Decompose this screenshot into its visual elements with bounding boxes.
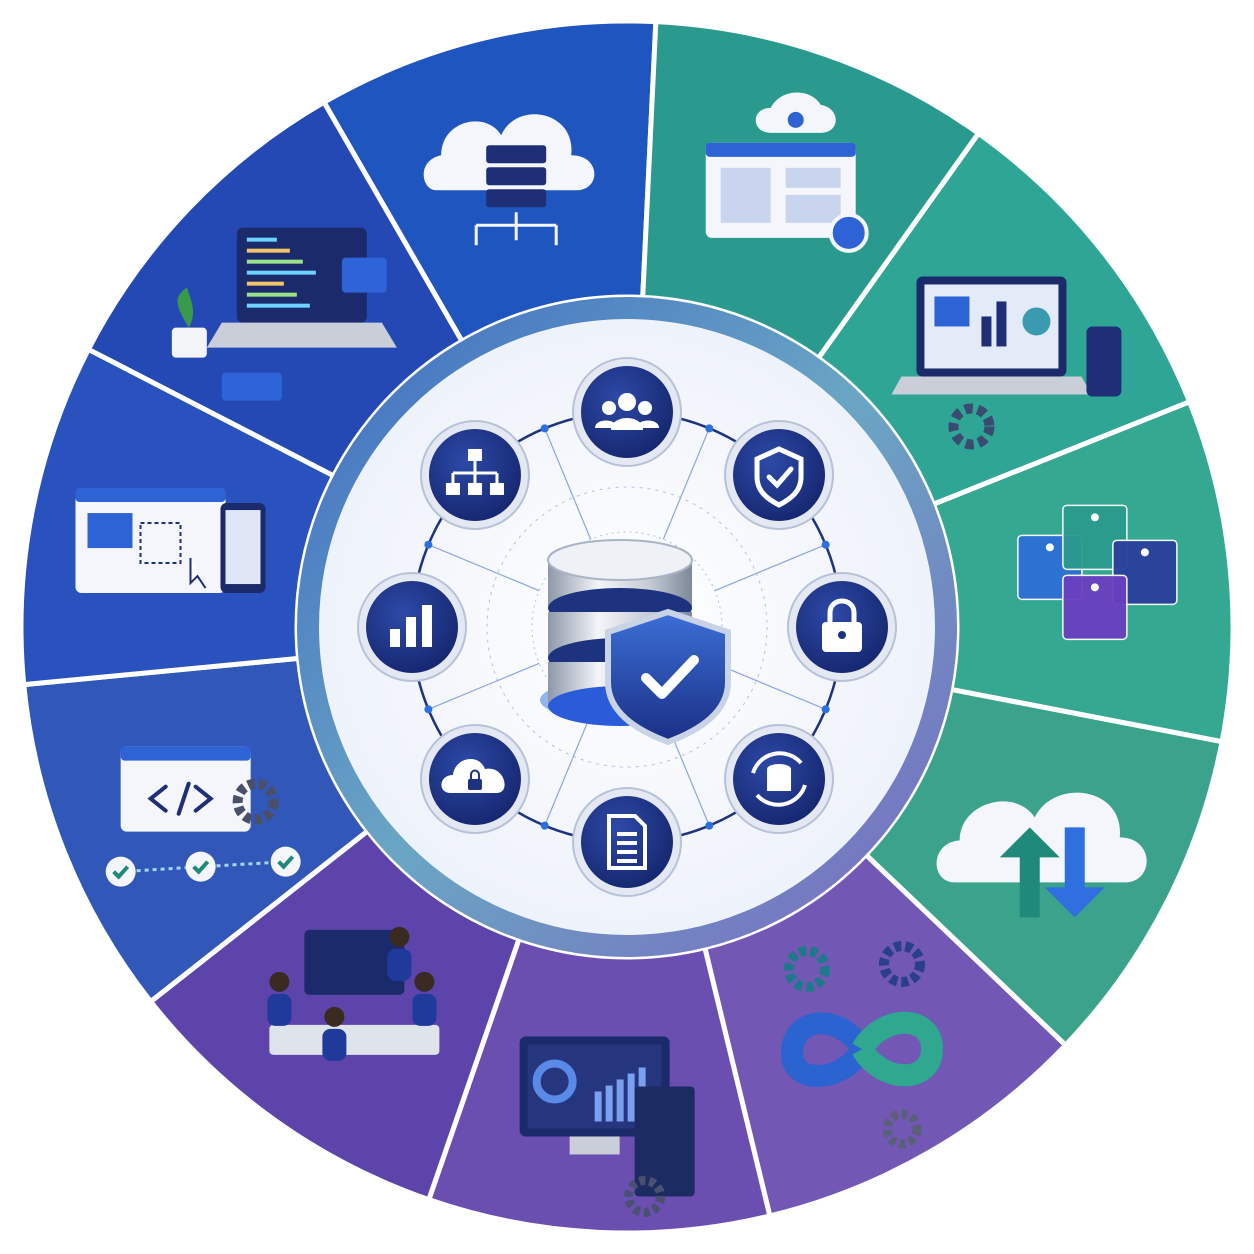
laptop-analytics-icon — [891, 276, 1122, 450]
laptop-code-icon — [171, 227, 397, 401]
spoke-line — [428, 544, 540, 592]
database-shield-icon — [540, 539, 731, 746]
shield-check-icon — [724, 419, 835, 530]
spoke-line — [662, 428, 710, 540]
bar-chart-icon — [357, 572, 467, 682]
ring-nodes — [357, 357, 897, 897]
orbit-dot — [705, 424, 714, 433]
spoke-line — [714, 662, 826, 710]
devops-infinity-icon — [780, 941, 944, 1149]
spoke-lines — [424, 424, 830, 830]
cloud-server-icon — [423, 114, 595, 246]
monitor-server-icon — [519, 1036, 695, 1217]
blockchain-cubes-icon — [1017, 504, 1178, 641]
orbit-dot — [705, 821, 714, 830]
orbit-dot — [540, 424, 549, 433]
orbit-dot — [821, 705, 830, 714]
org-chart-icon — [419, 419, 530, 530]
cloud-lock-icon — [419, 724, 530, 835]
orbit-dot — [821, 540, 830, 549]
orbit-dot — [424, 705, 433, 714]
document-icon — [572, 787, 682, 897]
database-sync-icon — [724, 724, 835, 835]
orbit-dot — [540, 821, 549, 830]
team-meeting-icon — [267, 926, 440, 1061]
spoke-line — [714, 544, 826, 592]
users-group-icon — [572, 357, 682, 467]
sector-illustrations — [75, 92, 1178, 1217]
spoke-line — [544, 714, 592, 826]
spoke-line — [428, 662, 540, 710]
lock-icon — [787, 572, 897, 682]
code-pipeline-icon — [105, 746, 301, 887]
responsive-design-icon — [75, 488, 266, 594]
orbit-dot — [424, 540, 433, 549]
dashboard-window-icon — [705, 92, 869, 253]
cloud-transfer-icon — [936, 792, 1147, 918]
spoke-line — [544, 428, 592, 540]
